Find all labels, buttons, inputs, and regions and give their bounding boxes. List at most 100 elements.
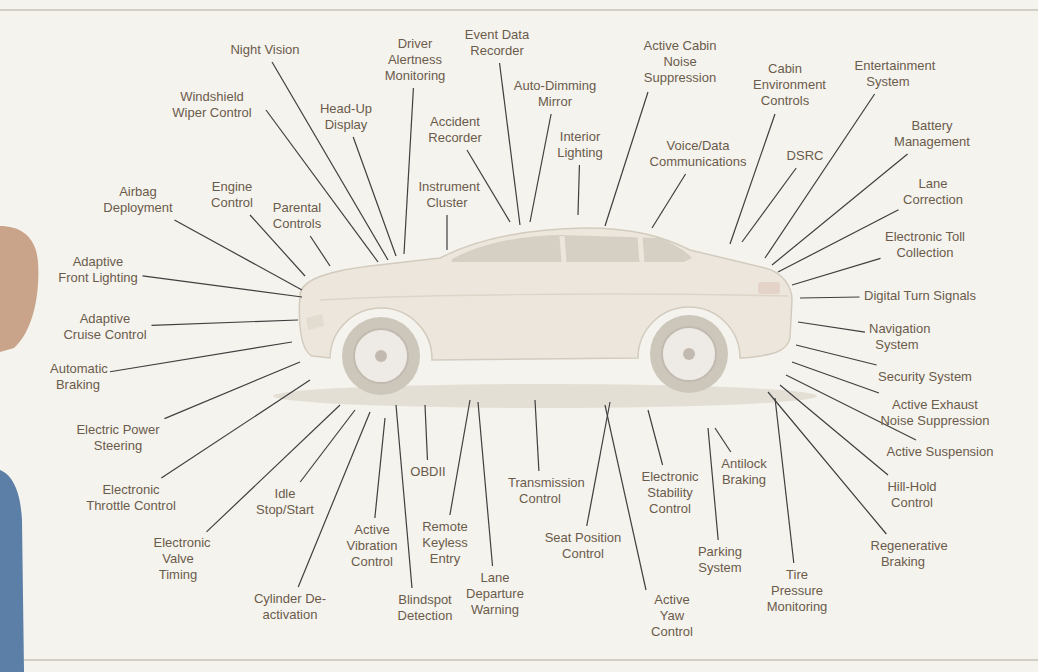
feature-label: Electric Power Steering: [76, 422, 161, 454]
feature-label: Transmission Control: [508, 475, 572, 507]
car-hub: [375, 350, 387, 362]
leader-line: [535, 400, 539, 471]
feature-label: Hill-Hold Control: [887, 479, 938, 511]
leader-line: [266, 110, 378, 262]
feature-label: Parental Controls: [272, 200, 322, 232]
leader-line: [161, 380, 310, 478]
feature-label: Cylinder De-activation: [253, 591, 327, 623]
leader-line: [796, 345, 877, 365]
feature-label: DSRC: [786, 148, 824, 164]
feature-label: Automatic Braking: [50, 361, 106, 393]
leader-line: [792, 362, 879, 393]
feature-label: Navigation System: [869, 321, 925, 353]
feature-label: Active Suspension: [886, 444, 994, 460]
leader-line: [353, 137, 396, 256]
leader-line: [778, 210, 899, 272]
feature-label: Tire Pressure Monitoring: [766, 567, 828, 615]
feature-label: Interior Lighting: [557, 129, 604, 161]
feature-label: Accident Recorder: [428, 114, 483, 146]
feature-label: Night Vision: [230, 42, 301, 58]
leader-line: [578, 165, 579, 215]
leader-line: [143, 276, 303, 297]
car-wheel: [342, 317, 420, 395]
car-body-line: [320, 294, 788, 300]
feature-label: Adaptive Cruise Control: [63, 311, 148, 343]
leader-line: [708, 428, 718, 540]
leader-line: [715, 428, 731, 452]
feature-label: Electronic Throttle Control: [86, 482, 177, 514]
feature-label: Seat Position Control: [544, 530, 622, 562]
leader-line: [272, 62, 388, 260]
presenter-shirt: [0, 470, 24, 672]
feature-label: Electronic Toll Collection: [885, 229, 966, 261]
leader-line: [530, 114, 551, 222]
feature-label: Remote Keyless Entry: [422, 519, 469, 567]
feature-label: Antilock Braking: [721, 456, 768, 488]
feature-label: Idle Stop/Start: [256, 486, 315, 518]
leader-line: [605, 405, 646, 590]
feature-label: Driver Alertness Monitoring: [384, 36, 446, 84]
feature-label: Blindspot Detection: [397, 592, 453, 624]
feature-label: Windshield Wiper Control: [172, 89, 253, 121]
leader-line: [775, 398, 794, 563]
car-rim: [354, 329, 408, 383]
feature-label: Head-Up Display: [319, 101, 373, 133]
leader-line: [404, 88, 413, 254]
presenter-head: [0, 226, 38, 352]
car-taillight: [758, 282, 780, 294]
leader-line: [800, 296, 860, 298]
feature-label: Adaptive Front Lighting: [58, 254, 139, 286]
leader-line: [310, 236, 330, 266]
car-hub: [683, 348, 695, 360]
frame-line: [0, 9, 1038, 11]
feature-label: Engine Control: [211, 179, 254, 211]
feature-label: Auto-Dimming Mirror: [513, 78, 597, 110]
feature-label: Electronic Stability Control: [642, 469, 699, 517]
feature-label: Lane Departure Warning: [466, 570, 525, 618]
leader-line: [300, 410, 355, 482]
feature-label: Active Vibration Control: [346, 522, 399, 570]
leader-line: [478, 402, 493, 566]
frame-line: [0, 659, 1038, 661]
leader-line: [375, 418, 385, 518]
leader-line: [798, 322, 865, 332]
feature-label: Security System: [878, 369, 973, 385]
leader-line: [450, 400, 470, 515]
leader-line: [652, 174, 686, 228]
leader-line: [165, 362, 301, 419]
leader-line: [605, 92, 648, 226]
car-pillar: [562, 236, 564, 262]
leader-line: [207, 405, 341, 532]
feature-label: Battery Management: [894, 118, 971, 150]
leader-line: [780, 385, 888, 475]
feature-label: Active Exhaust Noise Suppression: [880, 397, 991, 429]
feature-label: Voice/Data Communications: [649, 138, 747, 170]
leader-line: [425, 405, 427, 460]
feature-label: OBDII: [410, 464, 447, 480]
feature-label: Lane Correction: [903, 176, 964, 208]
leader-line: [742, 168, 796, 242]
feature-label: Active Yaw Control: [651, 592, 694, 640]
feature-label: Airbag Deployment: [103, 184, 174, 216]
leader-line: [396, 405, 412, 588]
leader-line: [648, 410, 663, 465]
feature-label: Entertainment System: [855, 58, 922, 90]
leader-line: [152, 320, 299, 325]
feature-label: Cabin Environment Controls: [753, 61, 817, 109]
car-pillar: [640, 237, 642, 262]
car-wheel: [650, 315, 728, 393]
leader-line: [587, 402, 610, 526]
car-headlight: [306, 314, 324, 330]
feature-label: Electronic Valve Timing: [154, 535, 203, 583]
leader-line: [765, 94, 875, 258]
feature-label: Parking System: [697, 544, 743, 576]
feature-label: Active Cabin Noise Suppression: [643, 38, 717, 86]
leader-line: [730, 114, 775, 244]
leader-line: [772, 154, 908, 265]
leader-line: [110, 342, 292, 372]
car-rim: [662, 327, 716, 381]
feature-label: Digital Turn Signals: [864, 288, 977, 304]
leader-line: [446, 215, 447, 250]
car-window: [452, 235, 692, 262]
